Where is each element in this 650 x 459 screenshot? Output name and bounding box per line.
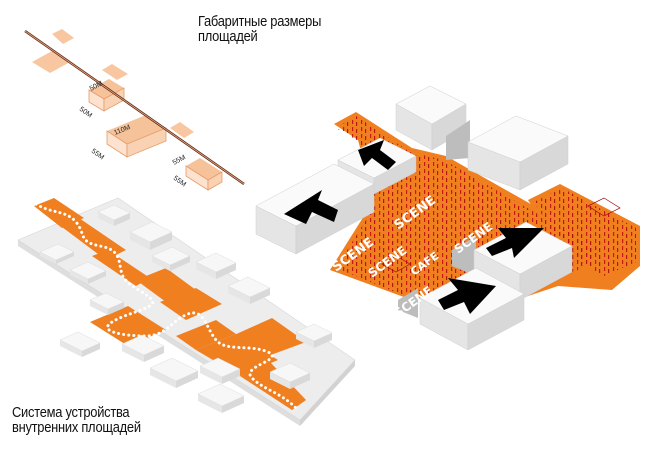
- building: [121, 334, 165, 362]
- stage-outline: [381, 255, 411, 273]
- orange-area: [160, 288, 222, 320]
- orange-area: [176, 320, 236, 350]
- caption-line: Габаритные размеры: [198, 13, 322, 30]
- caption-line: внутренних площадей: [12, 419, 141, 436]
- box-front: [126, 127, 167, 158]
- pad: [170, 122, 194, 138]
- box-top: [186, 158, 222, 180]
- building: [199, 357, 241, 384]
- building: [97, 204, 131, 226]
- dimensions-caption: Габаритные размеры площадей: [198, 14, 321, 44]
- building: [295, 323, 333, 348]
- arrow-icon: [284, 190, 338, 224]
- orange-network: [34, 198, 306, 410]
- building: [39, 243, 75, 264]
- orange-area: [232, 318, 306, 356]
- building: [149, 357, 199, 388]
- building: [269, 362, 311, 389]
- orange-area: [90, 306, 166, 346]
- building: [197, 383, 245, 413]
- dimension-axis-highlight: [24, 30, 245, 185]
- pad: [102, 64, 128, 80]
- city-blocks: [39, 204, 333, 413]
- dimension-label: 55M: [172, 175, 187, 189]
- building: [59, 331, 101, 357]
- pad: [52, 29, 74, 44]
- block-plan: [17, 197, 356, 426]
- orange-area: [58, 216, 126, 260]
- arrow-icon: [438, 278, 496, 314]
- dimension-label: 50M: [78, 106, 93, 120]
- box-top: [107, 115, 166, 144]
- stage-outline: [587, 197, 621, 217]
- box-front: [207, 171, 223, 191]
- orange-area: [92, 250, 150, 286]
- dimension-label: 55M: [172, 154, 187, 167]
- arrow-icon: [486, 228, 544, 258]
- arrow-icon: [358, 140, 396, 170]
- orange-area: [240, 362, 306, 410]
- building: [227, 276, 271, 304]
- dimension-label: 55M: [90, 148, 105, 162]
- caption-line: Система устройства: [12, 404, 130, 421]
- building: [395, 85, 467, 151]
- plaza-scene: SCENE SCENE SCENE SCENE CAFE SCENE: [255, 85, 640, 351]
- base-slab-side: [300, 360, 355, 426]
- building: [129, 221, 173, 250]
- dimension-boxes: [88, 79, 223, 191]
- access-arrows: [284, 140, 544, 314]
- pad: [32, 51, 70, 73]
- caption-line: площадей: [198, 28, 258, 45]
- orange-area: [196, 334, 278, 376]
- building: [69, 261, 107, 284]
- crowd: [534, 188, 636, 276]
- system-caption: Система устройства внутренних площадей: [12, 405, 141, 435]
- building: [89, 292, 125, 315]
- dotted-path: [34, 202, 298, 410]
- building: [151, 246, 191, 271]
- building: [446, 115, 569, 191]
- building: [195, 252, 237, 279]
- dimensions-diagram: 50M 50M 110M 55M 55M 55M: [24, 29, 245, 191]
- orange-area: [136, 268, 196, 302]
